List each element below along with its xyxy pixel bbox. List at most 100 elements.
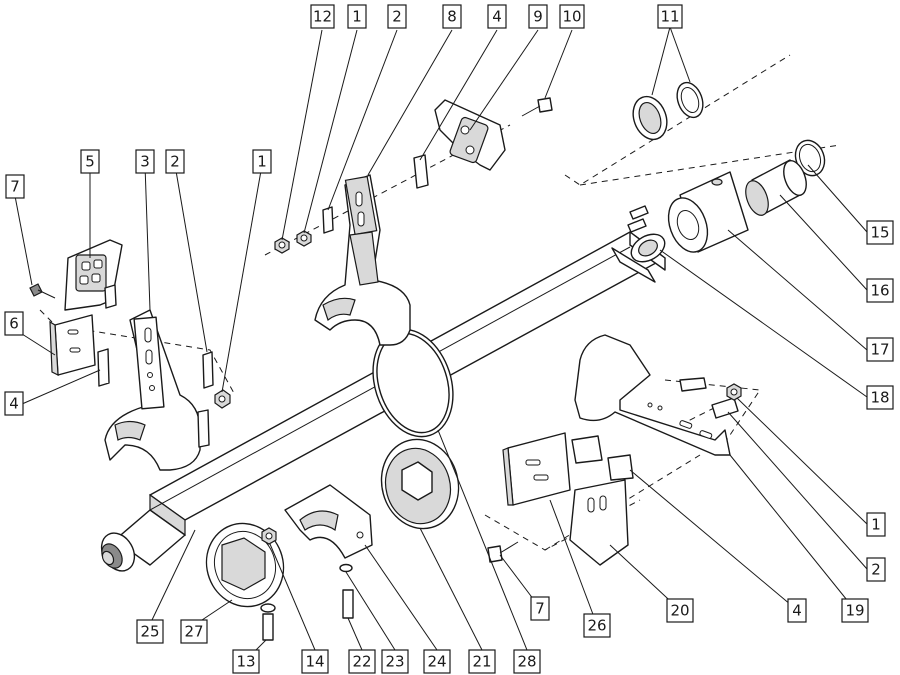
bolt-22 [342, 589, 354, 619]
svg-text:2: 2 [392, 8, 402, 26]
svg-text:3: 3 [140, 153, 150, 171]
left-bolt-7 [29, 283, 56, 299]
svg-text:9: 9 [533, 8, 543, 26]
callout-7-left: 7 [5, 174, 25, 199]
nut-14 [261, 527, 277, 545]
callout-22: 22 [348, 649, 376, 674]
callout-27: 27 [180, 619, 208, 644]
left-tine-arm [104, 309, 201, 471]
callout-1-right: 1 [866, 512, 886, 537]
washer-23 [339, 563, 353, 573]
upper-bolt-10 [521, 97, 553, 117]
callout-28: 28 [513, 649, 541, 674]
svg-text:18: 18 [870, 389, 889, 407]
left-nut-1 [214, 389, 231, 409]
upper-tine-9 [434, 99, 506, 171]
svg-text:7: 7 [535, 600, 545, 618]
callout-21: 21 [468, 649, 496, 674]
svg-text:1: 1 [352, 8, 362, 26]
svg-text:28: 28 [517, 653, 536, 671]
callout-19: 19 [841, 598, 869, 623]
svg-text:26: 26 [587, 617, 606, 635]
key-18 [627, 205, 649, 233]
callout-23: 23 [381, 649, 409, 674]
svg-text:2: 2 [871, 561, 881, 579]
upper-shim-4 [413, 154, 429, 189]
callout-4-top: 4 [487, 4, 507, 29]
callout-16: 16 [866, 278, 894, 303]
callout-13: 13 [232, 649, 260, 674]
callout-4-left: 4 [4, 391, 24, 416]
svg-text:25: 25 [140, 623, 159, 641]
svg-text:12: 12 [313, 8, 332, 26]
right-nut-1 [726, 383, 742, 401]
bearing-11 [632, 81, 704, 141]
coupling-17 [667, 171, 749, 253]
callout-2-top: 2 [387, 4, 407, 29]
leader-lines [14, 26, 868, 651]
upper-shim-2 [322, 206, 334, 234]
callout-14: 14 [301, 649, 329, 674]
callout-17: 17 [866, 337, 894, 362]
callout-9: 9 [528, 4, 548, 29]
clamp-ring-27 [205, 522, 285, 608]
clamp-24 [284, 484, 373, 559]
right-tine-20 [569, 479, 629, 566]
svg-text:22: 22 [352, 653, 371, 671]
svg-text:1: 1 [257, 153, 267, 171]
svg-text:21: 21 [472, 653, 491, 671]
o-ring [372, 328, 454, 438]
callout-10: 10 [559, 4, 585, 29]
snap-ring-15 [794, 139, 826, 177]
callout-12: 12 [310, 4, 335, 29]
right-tine-arm-19 [574, 334, 731, 456]
callout-26: 26 [583, 613, 611, 638]
callout-8: 8 [442, 4, 462, 29]
callout-6: 6 [4, 311, 24, 336]
svg-text:17: 17 [870, 341, 889, 359]
svg-text:24: 24 [427, 653, 446, 671]
svg-text:4: 4 [9, 395, 19, 413]
right-plate-26 [502, 432, 571, 506]
disc-21 [380, 438, 460, 530]
svg-text:5: 5 [85, 153, 95, 171]
svg-text:7: 7 [10, 178, 20, 196]
callout-20: 20 [666, 598, 694, 623]
left-shims [97, 284, 214, 448]
svg-text:11: 11 [660, 8, 679, 26]
left-plate-6 [49, 314, 96, 377]
callout-11: 11 [657, 4, 683, 29]
upper-nuts [274, 230, 312, 254]
upper-tine-arm [314, 174, 411, 346]
right-bolt-7 [487, 541, 519, 563]
callout-15: 15 [866, 220, 894, 245]
callout-18: 18 [866, 385, 894, 410]
callout-4-right: 4 [787, 598, 807, 623]
svg-text:15: 15 [870, 224, 889, 242]
svg-text:1: 1 [871, 516, 881, 534]
svg-text:23: 23 [385, 653, 404, 671]
callout-25: 25 [136, 619, 164, 644]
svg-text:10: 10 [562, 8, 581, 26]
callout-2-left: 2 [165, 149, 185, 174]
svg-text:8: 8 [447, 8, 457, 26]
svg-text:14: 14 [305, 653, 324, 671]
spline-hub-16 [745, 159, 807, 216]
svg-text:6: 6 [9, 315, 19, 333]
callout-labels: 12 1 2 8 4 9 10 11 7 5 3 2 1 6 4 15 16 1… [4, 4, 894, 674]
callout-5: 5 [80, 149, 100, 174]
svg-text:4: 4 [492, 8, 502, 26]
svg-text:2: 2 [170, 153, 180, 171]
right-shims [571, 377, 739, 481]
callout-1-left: 1 [252, 149, 272, 174]
callout-2-right: 2 [866, 557, 886, 582]
svg-text:20: 20 [670, 602, 689, 620]
callout-1-top: 1 [347, 4, 367, 29]
callout-3: 3 [135, 149, 155, 174]
svg-text:19: 19 [845, 602, 864, 620]
callout-24: 24 [423, 649, 451, 674]
svg-text:27: 27 [184, 623, 203, 641]
svg-text:4: 4 [792, 602, 802, 620]
callout-7-right: 7 [530, 596, 550, 621]
